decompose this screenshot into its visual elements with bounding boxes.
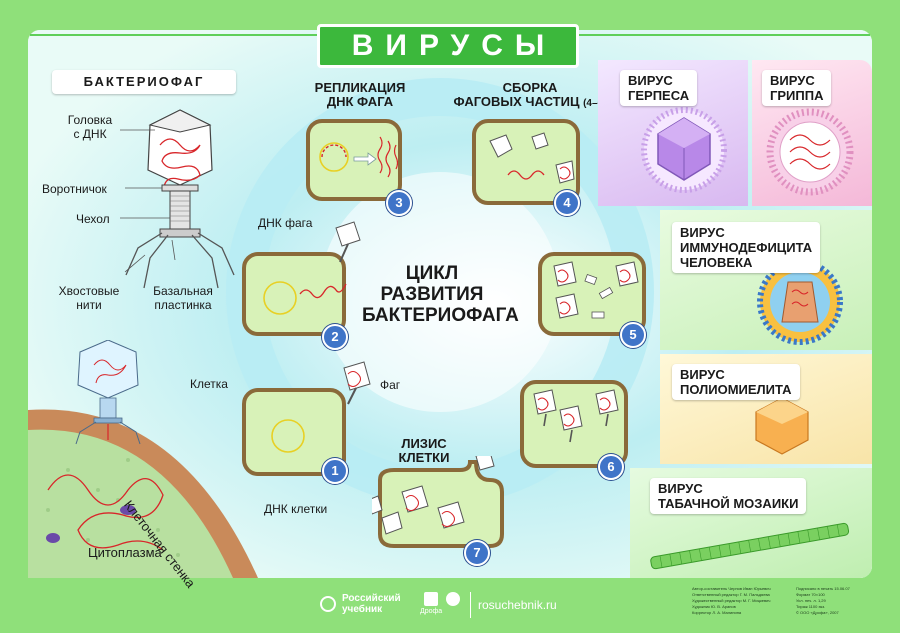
- panel-influenza: [752, 60, 872, 206]
- brand-logo-2: [446, 592, 460, 606]
- footer: Российский учебник Дрофа rosuchebnik.ru …: [0, 582, 900, 633]
- step3-caption: РЕПЛИКАЦИЯ ДНК ФАГА: [314, 80, 406, 109]
- phage-dna-coil: [159, 138, 201, 188]
- bacteriophage-header: БАКТЕРИОФАГ: [52, 70, 236, 94]
- bacteriophage-diagram: [125, 109, 235, 289]
- label-head: Головка с ДНК: [67, 113, 113, 141]
- phage-base-plate: [159, 228, 201, 238]
- step4-badge: 4: [554, 190, 580, 216]
- step1-contents: [271, 419, 305, 453]
- step6-badge: 6: [598, 454, 624, 480]
- step1-phage: [343, 361, 371, 405]
- phage-tail-fibers: [125, 232, 235, 289]
- polio-virus-illustration: [755, 397, 809, 455]
- cell-wall-illustration: [28, 340, 258, 578]
- bacteriophage-header-text: БАКТЕРИОФАГ: [83, 74, 205, 89]
- title-polio: ВИРУС ПОЛИОМИЕЛИТА: [672, 364, 800, 400]
- step3-arrow: [353, 152, 377, 166]
- title-influenza: ВИРУС ГРИППА: [762, 70, 832, 106]
- attached-phage: [75, 340, 141, 445]
- ribosome-1: [120, 505, 136, 515]
- label-cell: Клетка: [190, 377, 228, 391]
- step5-cell: [538, 252, 646, 336]
- label-tail-fibers: Хвостовые нити: [58, 284, 120, 312]
- tobacco-mosaic-virus-illustration: [650, 522, 850, 570]
- step3-cell: [306, 119, 402, 201]
- step4-contents: [489, 132, 575, 184]
- title-banner: ВИРУСЫ: [317, 24, 579, 68]
- herpes-virus-illustration: [641, 107, 727, 193]
- step7-badge: 7: [464, 540, 490, 566]
- footer-url[interactable]: rosuchebnik.ru: [478, 598, 557, 612]
- step2-badge: 2: [322, 324, 348, 350]
- step1-badge: 1: [322, 458, 348, 484]
- footer-divider: [470, 592, 471, 618]
- label-collar: Воротничок: [42, 182, 107, 196]
- step6-cell: [520, 380, 628, 468]
- step3-badge: 3: [386, 190, 412, 216]
- label-cell-dna: ДНК клетки: [264, 502, 328, 516]
- page-title: ВИРУСЫ: [351, 29, 557, 62]
- label-phage: Фаг: [380, 378, 401, 392]
- step7-lysed-cell: [372, 456, 504, 548]
- label-base-plate: Базальная пластинка: [153, 284, 213, 312]
- publisher-name: Российский учебник: [342, 593, 401, 615]
- step5-badge: 5: [620, 322, 646, 348]
- step5-contents: [553, 261, 639, 319]
- credits-right: Подписано в печать 15.06.07 Формат 70×10…: [796, 586, 850, 615]
- phage-label-leaders: [120, 129, 176, 273]
- step2-contents: [263, 281, 347, 315]
- ribosome-2: [46, 533, 60, 543]
- cycle-center-title: ЦИКЛ РАЗВИТИЯ БАКТЕРИОФАГА: [362, 263, 519, 326]
- cytoplasm-area: [28, 429, 233, 578]
- title-hiv: ВИРУС ИММУНОДЕФИЦИТА ЧЕЛОВЕКА: [672, 222, 821, 273]
- bacterial-dna-tangle: [47, 474, 164, 551]
- label-phage-dna: ДНК фага: [258, 216, 313, 230]
- phage-head: [147, 109, 213, 188]
- step7-caption: ЛИЗИС КЛЕТКИ: [398, 436, 450, 465]
- step2-cell: [242, 252, 347, 336]
- title-herpes: ВИРУС ГЕРПЕСА: [620, 70, 698, 106]
- brand-drofa: Дрофа: [420, 608, 443, 615]
- publisher-logo: [320, 596, 336, 612]
- credits-left: Автор-составитель Чернов Иван Юрьевич От…: [692, 586, 771, 615]
- step6-contents: [533, 389, 619, 443]
- step3-contents: [319, 136, 399, 178]
- step2-phage: [335, 221, 361, 263]
- hiv-virus-illustration: [757, 259, 843, 345]
- label-cytoplasm: Цитоплазма: [88, 545, 162, 560]
- step4-caption: СБОРКА ФАГОВЫХ ЧАСТИЦ (4–6): [453, 80, 607, 110]
- influenza-virus-illustration: [766, 108, 854, 196]
- brand-logo: [424, 592, 438, 606]
- label-sheath: Чехол: [76, 212, 110, 226]
- title-tobacco: ВИРУС ТАБАЧНОЙ МОЗАИКИ: [650, 478, 807, 514]
